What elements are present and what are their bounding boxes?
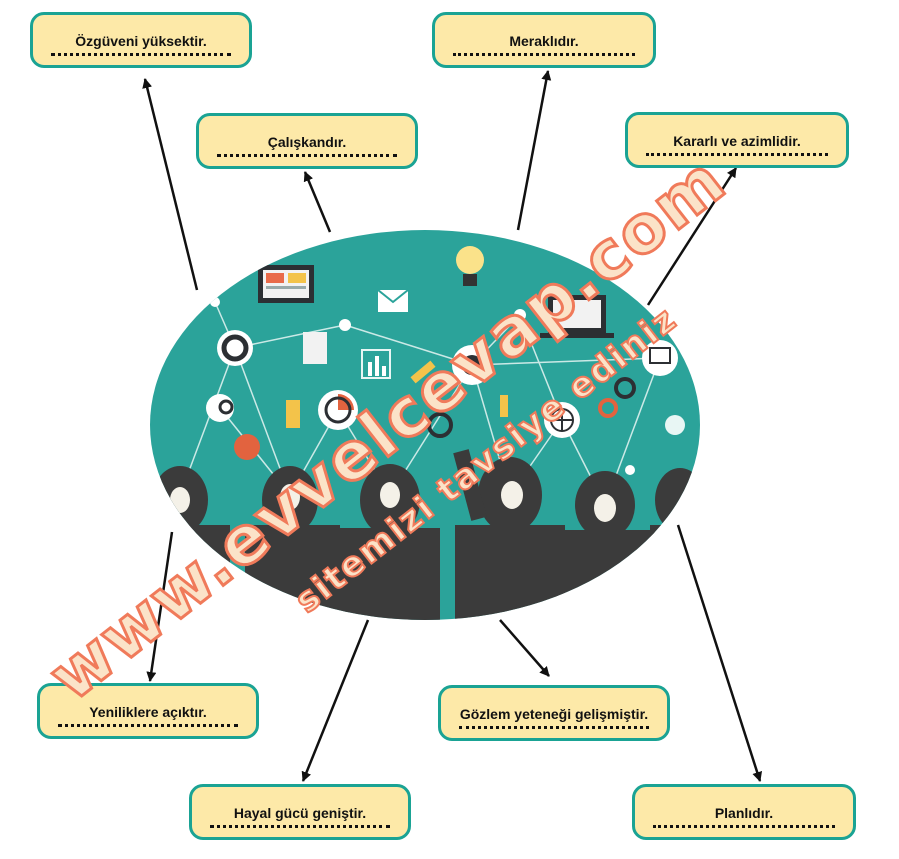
box-hayal-label: Hayal gücü geniştir. [233,805,367,821]
answer-line [210,825,390,828]
box-kararli-label: Kararlı ve azimlidir. [673,133,801,149]
box-hayal: Hayal gücü geniştir. [189,784,411,840]
arrow-yenilik [146,531,174,682]
box-caliskan: Çalışkandır. [196,113,418,169]
box-caliskan-label: Çalışkandır. [267,134,347,150]
box-planli: Planlıdır. [632,784,856,840]
box-ozguven: Özgüveni yüksektir. [30,12,252,68]
box-yenilik: Yeniliklere açıktır. [37,683,259,739]
box-yenilik-label: Yeniliklere açıktır. [89,704,207,720]
answer-line [51,53,231,56]
answer-line [217,154,397,157]
arrow-ozguven [142,78,199,291]
arrow-merakli [516,70,552,231]
arrow-planli [676,524,763,782]
answer-line [653,825,835,828]
answer-line [646,153,828,156]
arrow-caliskan [303,171,332,233]
box-merakli-label: Meraklıdır. [509,33,579,49]
box-kararli: Kararlı ve azimlidir. [625,112,849,168]
answer-line [459,726,649,729]
answer-line [453,53,635,56]
box-gozlem-label: Gözlem yeteneği gelişmiştir. [459,706,649,722]
box-merakli: Meraklıdır. [432,12,656,68]
arrow-kararli [646,167,738,306]
box-ozguven-label: Özgüveni yüksektir. [75,33,207,49]
arrow-hayal [301,619,370,782]
box-planli-label: Planlıdır. [714,805,774,821]
center-illustration [150,230,700,620]
box-gozlem: Gözlem yeteneği gelişmiştir. [438,685,670,741]
answer-line [58,724,238,727]
arrow-gozlem [499,619,550,677]
